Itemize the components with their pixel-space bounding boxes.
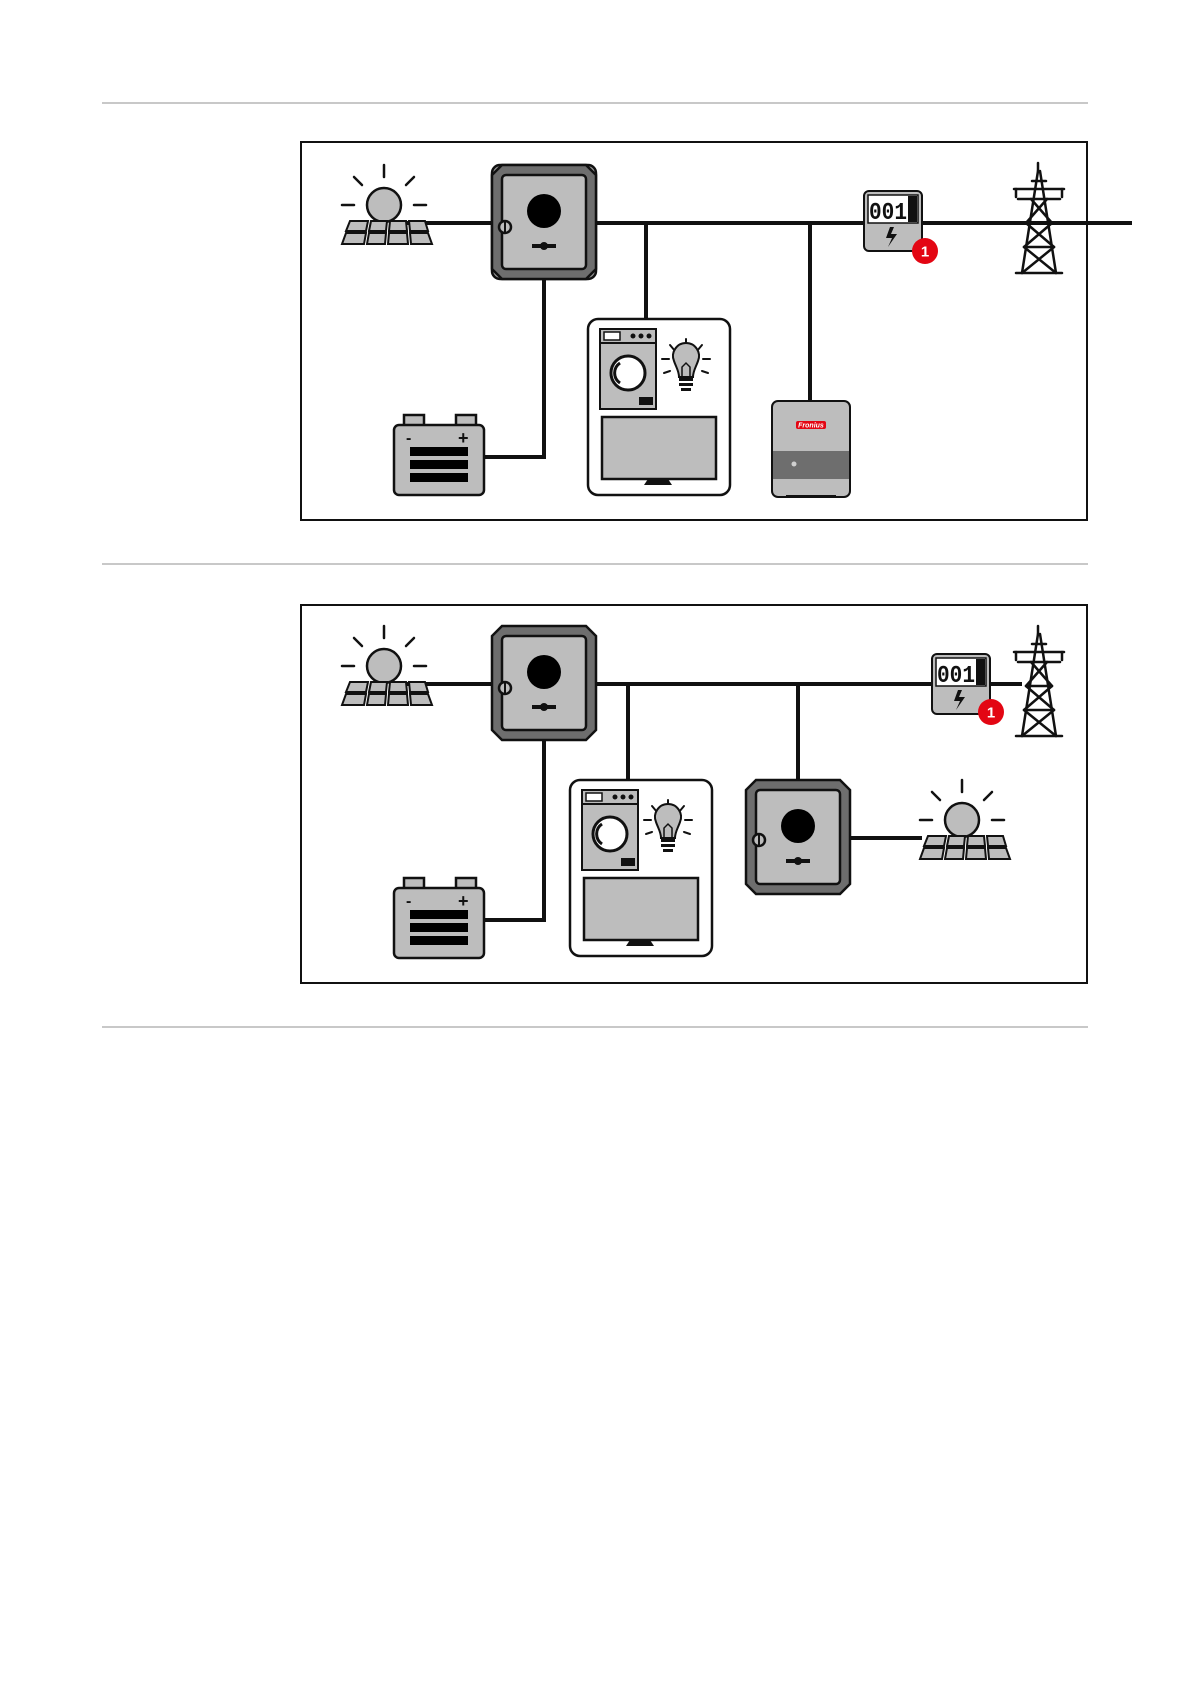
meter-badge: 1 [912,238,938,264]
diagram-1-canvas: - + [302,143,1086,519]
pv-array-icon [342,165,432,244]
battery-icon: - + [394,878,484,958]
middle-rule [102,563,1088,565]
diagram-2-canvas: - + [302,606,1086,982]
battery-plus-label: + [458,891,469,911]
diagram-1: - + [300,141,1088,521]
pv-array-icon [342,626,432,705]
top-rule [102,102,1088,104]
grid-pylon-icon [1014,626,1064,736]
washing-machine-icon [582,790,638,870]
inverter-icon [492,165,596,279]
household-loads-icon [570,780,712,956]
battery-plus-label: + [458,428,469,448]
inverter-icon [746,780,850,894]
wallbox-icon: Fronius [772,401,850,498]
battery-minus-label: - [406,893,411,910]
meter-badge-label: 1 [921,244,929,261]
wallbox-brand-label: Fronius [798,423,824,430]
diagram-2: - + [300,604,1088,984]
grid-pylon-icon [1014,163,1064,273]
bottom-rule [102,1026,1088,1028]
meter-badge: 1 [978,699,1004,725]
television-icon [602,417,716,485]
meter-icon: 001 [864,191,922,251]
pv-array-icon [920,780,1010,859]
meter-digits: 001 [937,663,975,690]
battery-minus-label: - [406,430,411,447]
household-loads-icon [588,319,730,495]
washing-machine-icon [600,329,656,409]
meter-badge-label: 1 [987,705,995,722]
meter-digits: 001 [869,200,907,227]
inverter-icon [492,626,596,740]
television-icon [584,878,698,946]
battery-icon: - + [394,415,484,495]
